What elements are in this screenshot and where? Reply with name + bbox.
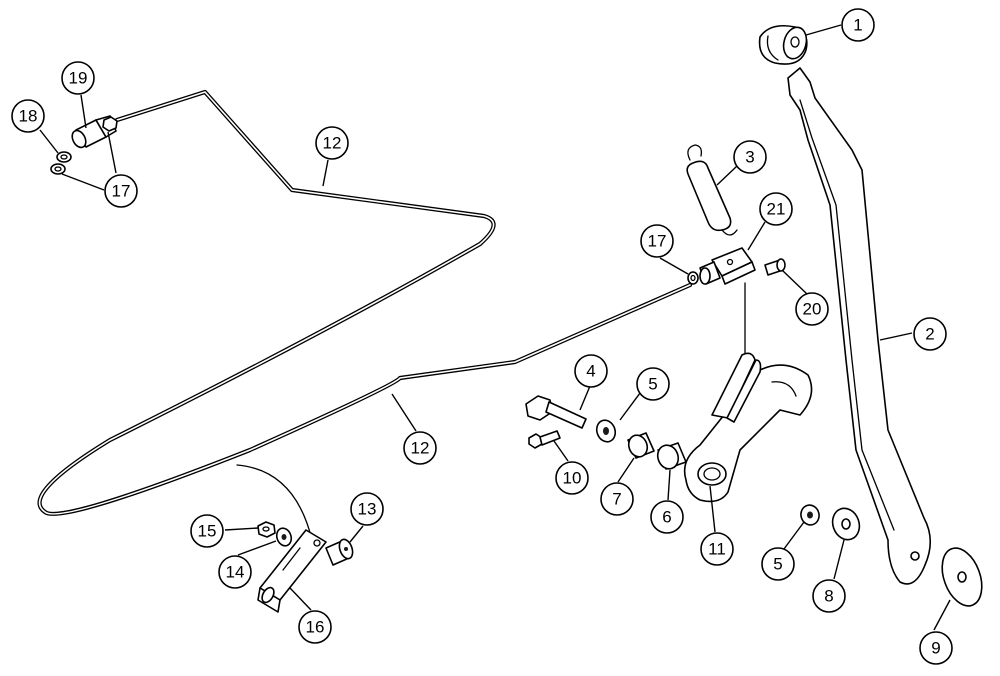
lever-handle	[787, 67, 932, 585]
callout-label: 2	[925, 325, 934, 344]
callout-20: 20	[795, 292, 829, 326]
callout-21: 21	[759, 192, 793, 226]
callout-label: 8	[824, 587, 833, 606]
bracket	[257, 529, 327, 613]
callout-19: 19	[61, 61, 95, 95]
washer	[50, 163, 66, 175]
washer	[275, 527, 293, 547]
bolt	[525, 395, 587, 429]
nut	[102, 116, 118, 132]
bushing	[656, 442, 687, 470]
callout-3: 3	[733, 140, 767, 174]
pivot-arm	[683, 352, 813, 503]
callout-label: 9	[931, 639, 940, 658]
callout-label: 19	[69, 69, 88, 88]
callout-17: 17	[640, 224, 674, 258]
callout-5: 5	[636, 367, 670, 401]
washer	[595, 419, 617, 443]
callout-label: 18	[19, 107, 38, 126]
knob	[758, 24, 808, 65]
callout-label: 3	[745, 148, 754, 167]
callout-label: 5	[773, 555, 782, 574]
clevis-pin	[764, 258, 786, 276]
callout-4: 4	[574, 354, 608, 388]
callout-6: 6	[650, 500, 684, 534]
callout-label: 1	[853, 16, 862, 35]
callout-14: 14	[218, 555, 252, 589]
callout-label: 17	[112, 182, 131, 201]
callout-2: 2	[913, 317, 947, 351]
callout-label: 5	[648, 375, 657, 394]
callout-label: 15	[198, 522, 217, 541]
callout-1: 1	[841, 8, 875, 42]
clevis-pin	[325, 538, 354, 566]
spring	[686, 144, 738, 236]
callout-label: 11	[708, 540, 726, 559]
callout-8: 8	[812, 579, 846, 613]
callout-label: 17	[648, 232, 667, 251]
washer	[941, 547, 983, 607]
clevis	[699, 247, 756, 285]
callout-label: 4	[586, 362, 595, 381]
callout-label: 20	[803, 300, 822, 319]
callout-label: 6	[662, 508, 671, 527]
callout-label: 13	[358, 500, 377, 519]
callout-17: 17	[104, 174, 138, 208]
callout-12: 12	[315, 126, 349, 160]
control-rod	[37, 89, 693, 541]
callout-label: 10	[563, 469, 582, 488]
nut	[257, 521, 276, 538]
callout-13: 13	[350, 492, 384, 526]
callout-label: 16	[306, 618, 325, 637]
callout-16: 16	[298, 610, 332, 644]
washer	[800, 504, 820, 526]
callout-18: 18	[11, 99, 45, 133]
callout-label: 14	[226, 563, 245, 582]
bushing	[627, 432, 655, 459]
callout-5: 5	[761, 547, 795, 581]
callout-label: 12	[323, 134, 342, 153]
nut	[56, 151, 72, 163]
bolt	[528, 430, 561, 449]
callout-9: 9	[919, 631, 953, 665]
callout-label: 12	[411, 439, 430, 458]
callout-12: 12	[403, 431, 437, 465]
nut	[687, 271, 699, 285]
callout-11: 11	[700, 532, 734, 566]
callout-label: 21	[767, 200, 786, 219]
leader-lines	[39, 24, 951, 631]
washer	[831, 507, 861, 541]
callout-label: 7	[612, 490, 621, 509]
callout-10: 10	[555, 461, 589, 495]
callout-7: 7	[600, 482, 634, 516]
callout-15: 15	[190, 514, 224, 548]
